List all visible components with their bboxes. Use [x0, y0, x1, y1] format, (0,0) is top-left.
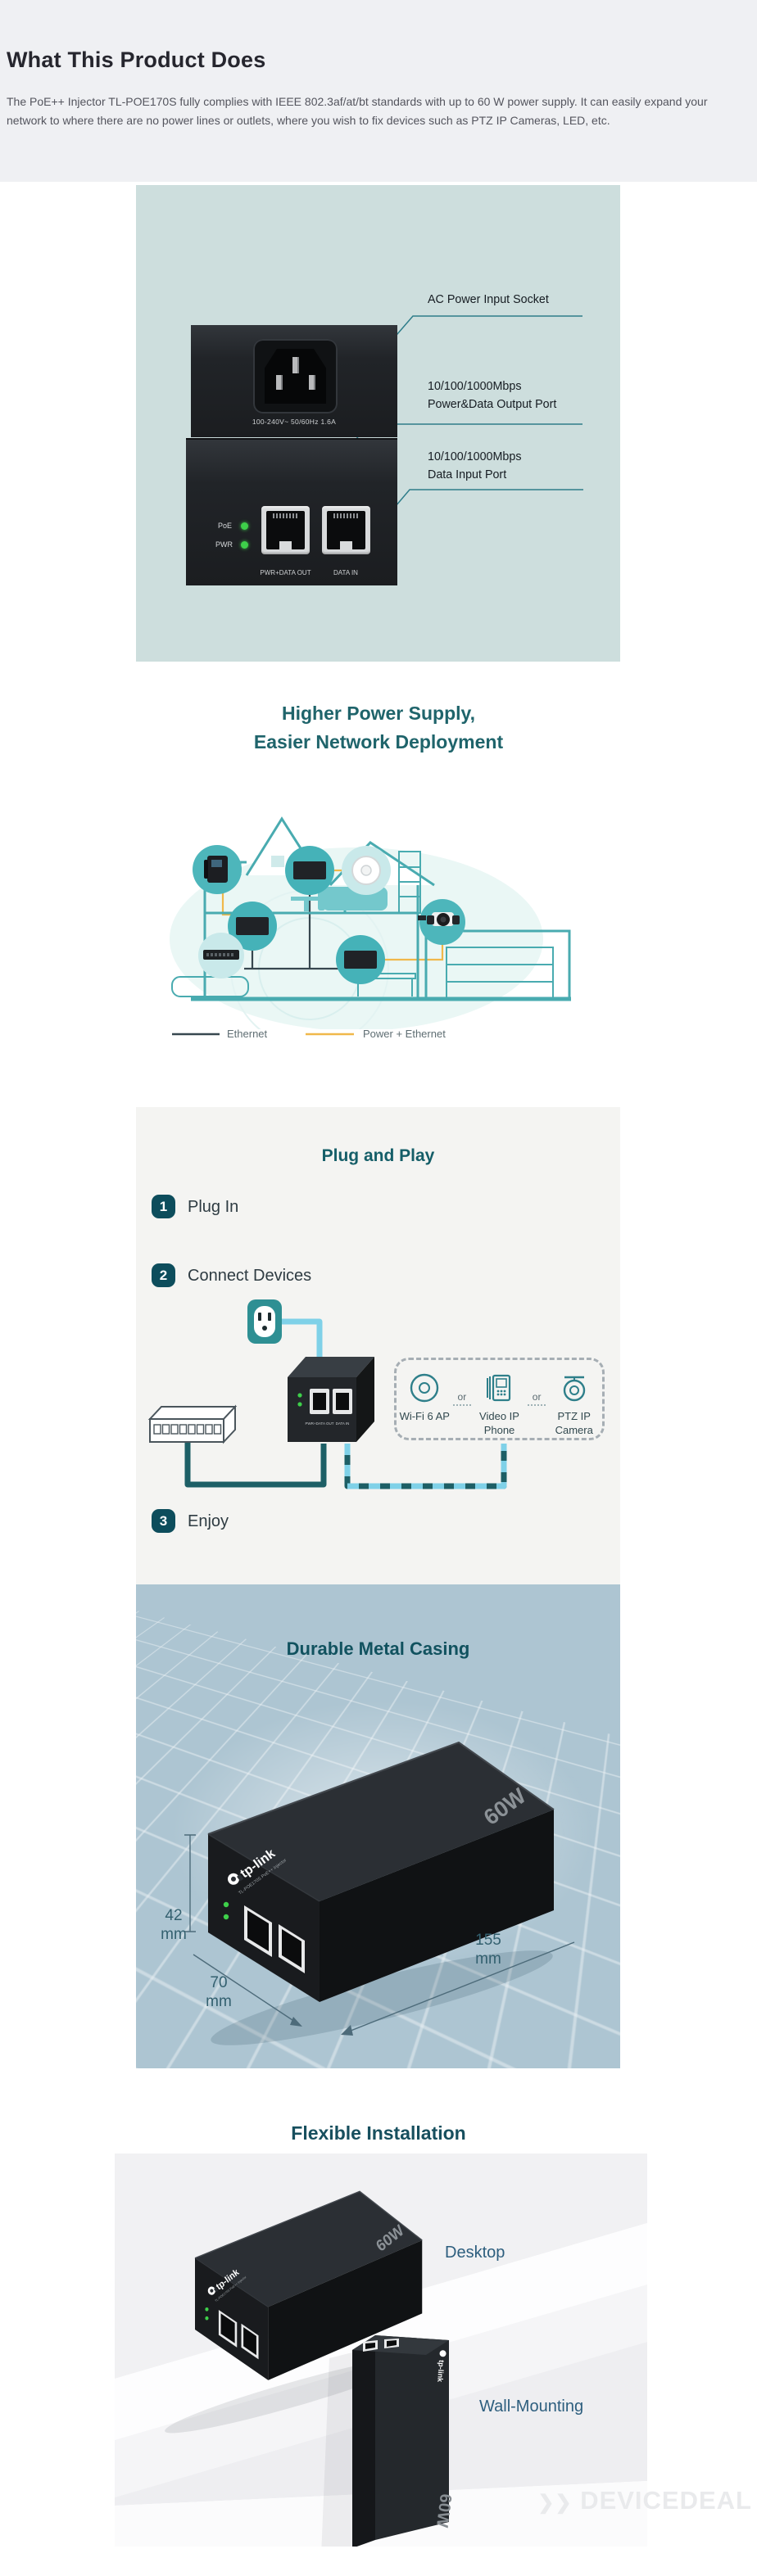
- durable-device-figure: 42 mm 70 mm 155 mm: [161, 1742, 575, 2045]
- injector-mini-icon: PWR+DATA OUT DATA IN: [288, 1357, 374, 1442]
- pwr-data-out-port: [261, 506, 310, 554]
- poe-led-label: PoE: [218, 522, 233, 530]
- svg-text:tp-link: tp-link: [436, 2360, 446, 2384]
- dim-height-value: 42: [165, 1907, 182, 1924]
- watermark-chevrons-icon: ❯❯: [537, 2492, 573, 2514]
- flexible-title: Flexible Installation: [291, 2122, 466, 2144]
- or-separator: or: [527, 1391, 546, 1406]
- legend-ethernet: Ethernet: [172, 1028, 267, 1040]
- powered-device-options: Wi-Fi 6 AP or Video IP Phone: [394, 1358, 605, 1440]
- pwr-led-label: PWR: [215, 540, 233, 549]
- power-outlet-icon: [247, 1299, 282, 1344]
- wall-mounting-label: Wall-Mounting: [479, 2397, 584, 2416]
- hero-section: 100-240V~ 50/60Hz 1.6A PoE PWR PWR+DATA …: [136, 185, 620, 662]
- step-1-label: Plug In: [188, 1198, 239, 1216]
- ac-socket-icon: [253, 339, 338, 414]
- power-rating-text: 100-240V~ 50/60Hz 1.6A: [252, 418, 337, 426]
- durable-section: Durable Metal Casing 42 mm 70 mm 155 mm: [136, 1584, 620, 2068]
- ethernet-line-icon: [172, 1033, 220, 1035]
- desktop-label: Desktop: [445, 2244, 505, 2262]
- injector-rear-panel: 100-240V~ 50/60Hz 1.6A: [191, 325, 397, 437]
- svg-text:DATA IN: DATA IN: [336, 1421, 350, 1426]
- plug-and-play-title: Plug and Play: [321, 1146, 435, 1165]
- page-title: What This Product Does: [7, 47, 266, 72]
- switch-icon: [147, 1404, 238, 1444]
- callout-output-port: 10/100/1000Mbps Power&Data Output Port: [428, 380, 557, 411]
- page-description: The PoE++ Injector TL-POE170S fully comp…: [7, 95, 708, 127]
- wall-device: 60W tp-link: [352, 2335, 455, 2547]
- or-separator: or: [452, 1391, 472, 1406]
- pwr-led: [241, 541, 248, 549]
- house-illustration: [170, 816, 571, 1029]
- poe-led: [241, 522, 248, 530]
- svg-text:60W: 60W: [433, 2492, 455, 2529]
- header-section: What This Product Does The PoE++ Injecto…: [0, 0, 757, 182]
- connection-illustration: PWR+DATA OUT DATA IN: [147, 1318, 507, 1489]
- step-3-badge: 3: [152, 1509, 175, 1533]
- legend-power-ethernet: Power + Ethernet: [306, 1028, 446, 1040]
- step-2-badge: 2: [152, 1263, 175, 1287]
- wifi-ap-icon: [410, 1373, 439, 1403]
- dim-depth-value: 155: [475, 1932, 501, 1949]
- network-section-title: Higher Power Supply, Easier Network Depl…: [253, 703, 504, 752]
- svg-text:PWR+DATA OUT: PWR+DATA OUT: [306, 1421, 334, 1426]
- data-in-label: DATA IN: [333, 569, 358, 576]
- injector-front-panel: PoE PWR PWR+DATA OUT DATA IN: [186, 438, 397, 585]
- ptz-camera-icon: [563, 1376, 585, 1402]
- step-2-label: Connect Devices: [188, 1267, 312, 1285]
- installation-scenes: 60W tp-link: [115, 2153, 647, 2547]
- step-1-badge: 1: [152, 1195, 175, 1218]
- callout-input-port: 10/100/1000Mbps Data Input Port: [428, 450, 522, 481]
- watermark: ❯❯ DEVICEDEAL: [537, 2486, 752, 2515]
- dim-width-unit: mm: [206, 1993, 232, 2010]
- plug-and-play-section: Plug and Play 1 Plug In 2 Connect Device…: [136, 1107, 620, 1584]
- video-ip-phone-icon: [487, 1374, 511, 1402]
- dim-height-unit: mm: [161, 1926, 187, 1943]
- option-wifi-ap: Wi-Fi 6 AP: [397, 1372, 453, 1423]
- data-in-port: [322, 506, 370, 554]
- power-ethernet-line-icon: [306, 1033, 354, 1035]
- step-3-label: Enjoy: [188, 1512, 229, 1530]
- option-ptz-camera: PTZ IP Camera: [546, 1372, 602, 1437]
- durable-title: Durable Metal Casing: [286, 1638, 470, 1659]
- dim-depth-unit: mm: [475, 1950, 501, 1968]
- pwr-data-out-label: PWR+DATA OUT: [260, 569, 311, 576]
- dim-width-value: 70: [210, 1974, 227, 1991]
- callout-ac-power: AC Power Input Socket: [428, 293, 549, 306]
- option-video-ip-phone: Video IP Phone: [471, 1372, 528, 1437]
